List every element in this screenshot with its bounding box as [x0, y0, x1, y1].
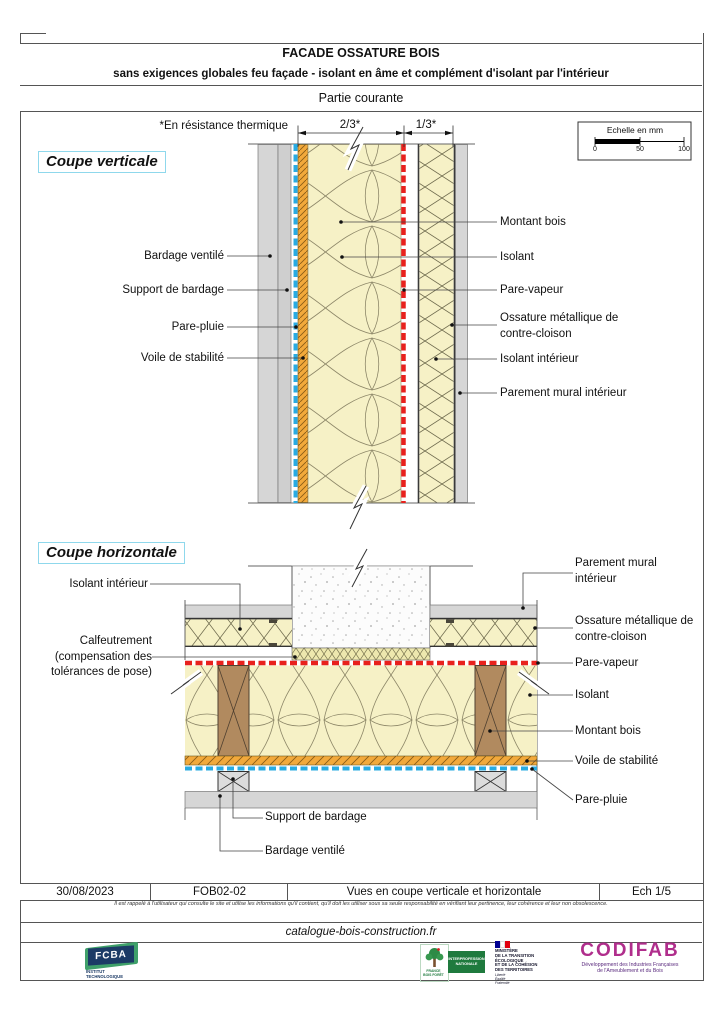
- sheet-title: FACADE OSSATURE BOIS: [20, 43, 702, 64]
- fcba-logo: FCBA: [88, 945, 134, 966]
- label-voile-stabilite-h: Voile de stabilité: [575, 755, 659, 767]
- ministere-motto: Liberté Égalité Fraternité: [495, 972, 510, 985]
- french-flag-icon: [495, 941, 541, 948]
- label-parement-mural-h: Parement mural intérieur: [575, 557, 657, 585]
- label-support-bardage-h: Support de bardage: [265, 811, 367, 823]
- label-montant-bois: Montant bois: [500, 216, 566, 228]
- ministere-logo: MINISTÈRE DE LA TRANSITION ÉCOLOGIQUE ET…: [495, 941, 541, 986]
- codifab-wordmark: CODIFAB: [580, 940, 680, 961]
- scale-tick-0: 0: [593, 146, 597, 153]
- titleblock-scale: Ech 1/5: [599, 883, 703, 901]
- label-bardage-ventile-h: Bardage ventilé: [265, 845, 345, 857]
- label-pare-pluie-h: Pare-pluie: [575, 794, 628, 806]
- fcba-tagline: INSTITUT TECHNOLOGIQUE: [86, 969, 123, 979]
- label-calfeutrement: Calfeutrement (compensation des toléranc…: [50, 635, 152, 678]
- label-isolant-h: Isolant: [575, 689, 609, 701]
- disclaimer-text: Il est rappelé à l'utilisateur qui consu…: [114, 901, 608, 907]
- ministere-text: MINISTÈRE DE LA TRANSITION ÉCOLOGIQUE ET…: [495, 948, 538, 973]
- titleblock-date: 30/08/2023: [20, 883, 150, 901]
- label-pare-vapeur: Pare-vapeur: [500, 284, 564, 296]
- label-voile-stabilite: Voile de stabilité: [140, 352, 224, 364]
- sheet-frame: [20, 33, 704, 981]
- titleblock-reference: FOB02-02: [150, 883, 288, 901]
- france-bois-foret-text: FRANCE BOIS FORÊT: [423, 969, 444, 977]
- thermal-resistance-note: *En résistance thermique: [159, 120, 288, 132]
- label-isolant-interieur-h: Isolant intérieur: [69, 578, 148, 590]
- label-pare-vapeur-h: Pare-vapeur: [575, 657, 639, 669]
- label-support-bardage: Support de bardage: [122, 284, 224, 296]
- label-parement-mural: Parement mural intérieur: [500, 387, 627, 399]
- sheet-variant: Partie courante: [20, 86, 702, 112]
- label-ossature-metallique-h: Ossature métallique de contre-cloison: [575, 615, 694, 643]
- codifab-logo: CODIFAB Développement des Industries Fra…: [561, 940, 699, 975]
- codifab-tagline: Développement des Industries Françaises …: [581, 962, 679, 974]
- label-ossature-metallique: Ossature métallique de contre-cloison: [500, 312, 619, 340]
- divider: [20, 942, 702, 943]
- website-link[interactable]: catalogue-bois-construction.fr: [285, 926, 437, 938]
- scale-tick-50: 50: [636, 146, 644, 153]
- label-pare-pluie: Pare-pluie: [171, 321, 224, 333]
- interprofession-nationale-logo: INTERPROFESSION NATIONALE: [448, 951, 485, 973]
- label-bardage-ventile: Bardage ventilé: [144, 250, 224, 262]
- label-isolant-interieur: Isolant intérieur: [500, 353, 579, 365]
- titleblock-sheet-title: Vues en coupe verticale et horizontale: [287, 883, 600, 901]
- fcba-logo-text: FCBA: [95, 948, 127, 963]
- scale-tick-100: 100: [678, 146, 690, 153]
- label-montant-bois-h: Montant bois: [575, 725, 641, 737]
- horizontal-section-title: Coupe horizontale: [38, 542, 185, 564]
- sheet-frame-top-tick: [20, 33, 46, 34]
- dimension-label-interior: 1/3*: [415, 119, 437, 131]
- label-isolant: Isolant: [500, 251, 534, 263]
- sheet-subtitle: sans exigences globales feu façade - iso…: [20, 63, 702, 86]
- tree-icon: [425, 948, 444, 967]
- dimension-label-main: 2/3*: [339, 119, 361, 131]
- divider: [20, 922, 702, 923]
- vertical-section-title: Coupe verticale: [38, 151, 166, 173]
- scale-box-label: Echelle en mm: [606, 125, 664, 135]
